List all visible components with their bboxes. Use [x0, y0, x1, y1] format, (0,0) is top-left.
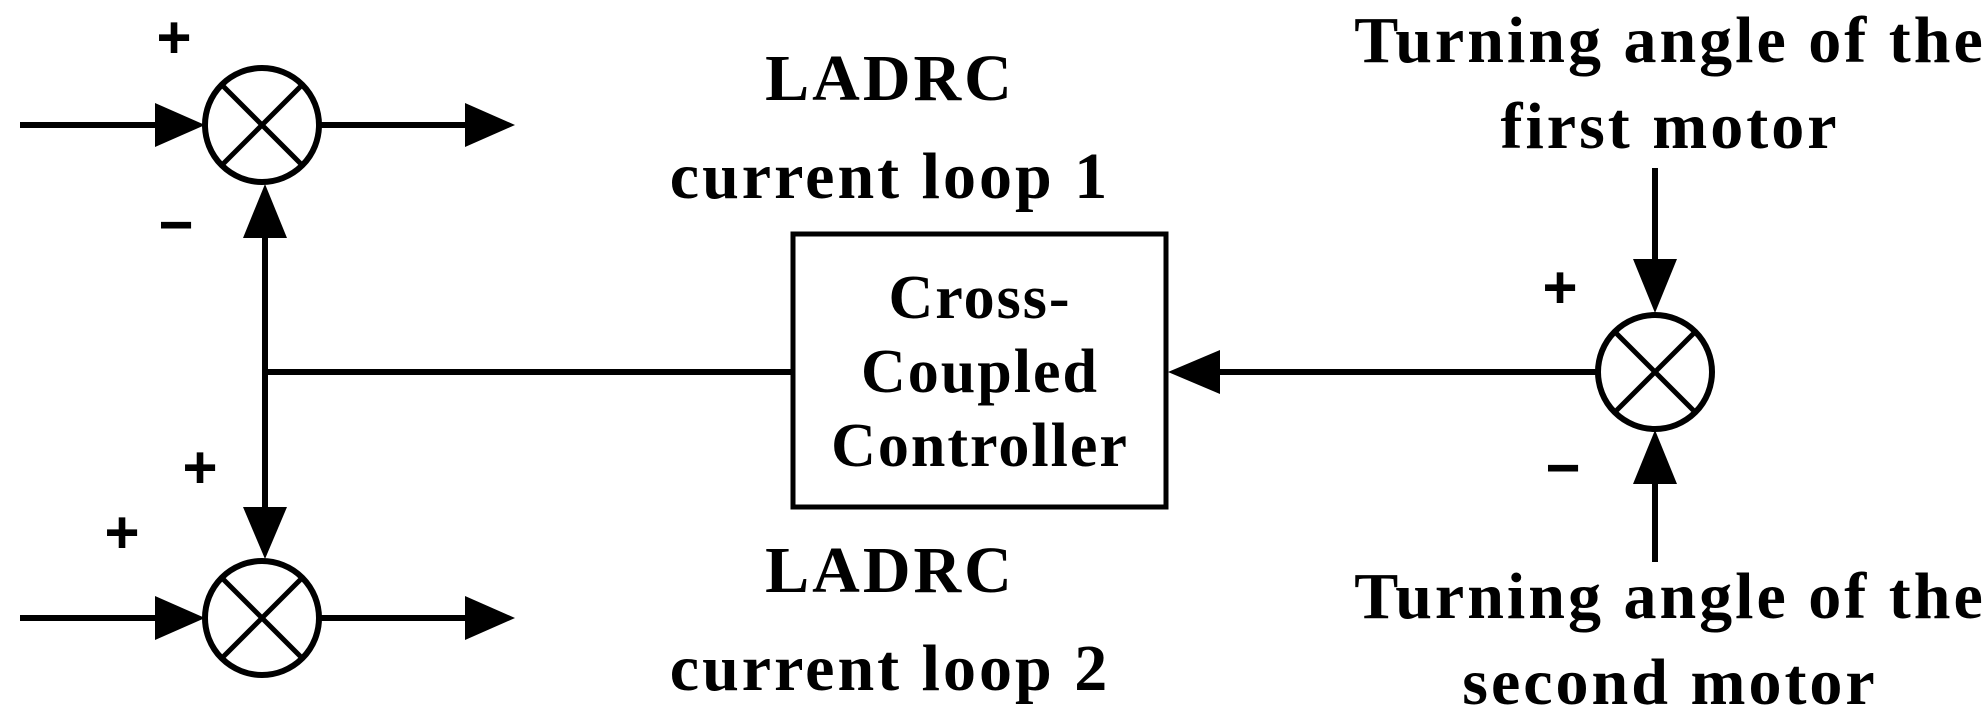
cross-coupled-controller-block — [790, 231, 1169, 510]
junction-cross-top-b — [220, 83, 304, 167]
loop2-label-line-1: LADRC — [765, 534, 1015, 607]
sign-top-junction-left: + — [156, 4, 191, 71]
sign-right-junction-top: + — [1542, 254, 1577, 321]
arrowhead-output-bottom — [465, 596, 515, 640]
sign-right-junction-bottom: − — [1545, 434, 1580, 501]
motor1-label-line-1: Turning angle of the — [1354, 4, 1982, 77]
arrowhead-motor1-down — [1633, 259, 1677, 313]
controller-label-line-1: Cross- — [888, 264, 1071, 332]
loop1-label-line-2: current loop 1 — [670, 140, 1110, 213]
arrowhead-output-top — [465, 103, 515, 147]
controller-label-line-2: Coupled — [861, 338, 1099, 406]
arrowhead-input-bottom — [155, 596, 205, 640]
arrowhead-motor2-up — [1633, 430, 1677, 484]
arrowhead-down-to-bottom-junction — [243, 507, 287, 559]
sign-top-junction-bottom: − — [158, 191, 193, 258]
sign-bottom-junction-left: + — [104, 499, 139, 566]
loop1-label-line-1: LADRC — [765, 42, 1015, 115]
motor2-label-line-2: second motor — [1462, 646, 1877, 719]
motor1-label-line-2: first motor — [1500, 90, 1839, 163]
loop2-label-line-2: current loop 2 — [670, 632, 1110, 705]
sign-bottom-junction-top: + — [182, 434, 217, 501]
junction-cross-bottom-b — [220, 576, 304, 660]
controller-label-line-3: Controller — [831, 412, 1129, 480]
arrowhead-into-controller — [1168, 350, 1220, 394]
arrowhead-input-top — [155, 103, 205, 147]
motor2-label-line-1: Turning angle of the — [1354, 560, 1982, 633]
arrowhead-up-to-top-junction — [243, 184, 287, 238]
junction-cross-right-b — [1613, 330, 1697, 414]
